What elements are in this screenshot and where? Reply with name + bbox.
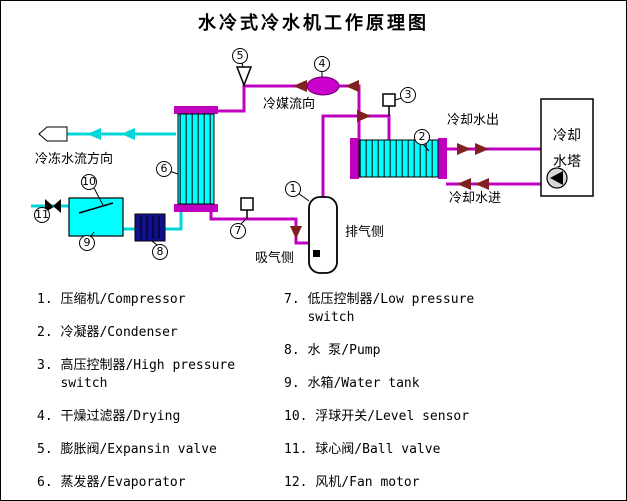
pipe-suction-line — [209, 212, 309, 245]
expansion-valve — [235, 66, 253, 88]
legend-item-compressor: 1. 压缩机/Compressor — [37, 292, 186, 307]
arrow-cooling-in-1-icon — [457, 178, 471, 190]
leader-tank — [90, 231, 95, 237]
callout-ball-valve: 11 — [34, 207, 50, 223]
legend-item-level-sensor: 10. 浮球开关/Level sensor — [284, 409, 470, 424]
float-lever — [78, 202, 114, 214]
callout-condenser: 2 — [414, 129, 430, 145]
arrow-cooling-out-2-icon — [475, 143, 489, 155]
leader-compressor — [297, 192, 310, 202]
cooling-water-pump — [546, 167, 568, 189]
legend-item-drying-filter: 4. 干燥过滤器/Drying — [37, 409, 181, 424]
label-suction-side: 吸气侧 — [255, 251, 295, 266]
evaporator-body — [177, 113, 215, 205]
high-pressure-switch-body — [382, 93, 396, 107]
legend-left-column: 1. 压缩机/Compressor 2. 冷凝器/Condenser 3. 高压… — [37, 291, 236, 500]
condenser-right-header — [438, 138, 447, 179]
cooling-tower-label-line1: 冷却 — [553, 127, 581, 144]
arrow-suction-down-icon — [290, 226, 302, 239]
arrow-liquid-left-2-icon — [345, 80, 359, 92]
low-pressure-switch-body — [240, 197, 254, 211]
label-chilled-water-flow: 冷冻水流方向 — [35, 152, 114, 167]
legend-item-condenser: 2. 冷凝器/Condenser — [37, 325, 178, 340]
condenser-body — [358, 139, 439, 178]
callout-high-pressure-switch: 3 — [400, 87, 416, 103]
legend-item-evaporator: 6. 蒸发器/Evaporator — [37, 475, 186, 490]
chilled-arrows — [87, 128, 135, 140]
leader-condenser — [422, 143, 430, 152]
legend-item-fan-motor: 12. 风机/Fan motor — [284, 475, 420, 490]
label-cooling-water-out: 冷却水出 — [447, 113, 500, 128]
low-pressure-switch — [240, 197, 254, 219]
callout-water-tank: 9 — [79, 235, 95, 251]
evaporator-bottom-header — [174, 204, 218, 212]
compressor-body — [308, 196, 338, 274]
chilled-water-pump — [134, 213, 166, 242]
label-discharge-side: 排气侧 — [345, 225, 385, 240]
water-tank-body — [68, 197, 124, 237]
ball-valve-right-icon — [53, 199, 61, 213]
cooling-tower-label: 冷却 水塔 — [541, 99, 593, 196]
label-refrigerant-flow: 冷媒流向 — [263, 97, 316, 112]
page-title: 水冷式冷水机工作原理图 — [198, 13, 429, 33]
compressor — [308, 196, 338, 274]
chilled-outlet-arrow-icon — [38, 126, 68, 142]
pipe-pump-to-evaporator — [163, 212, 183, 231]
legend-item-expansion-valve: 5. 膨胀阀/Expansin valve — [37, 442, 217, 457]
leader-level-sensor — [93, 187, 104, 206]
callout-low-pressure-switch: 7 — [230, 223, 246, 239]
label-cooling-water-in: 冷却水进 — [449, 191, 502, 206]
callout-expansion-valve: 5 — [232, 48, 248, 64]
arrow-cooling-out-1-icon — [457, 143, 471, 155]
legend-item-low-pressure-switch: 7. 低压控制器/Low pressure switch — [284, 292, 475, 325]
condenser — [350, 138, 447, 179]
flow-arrows — [290, 80, 489, 239]
pump-body — [134, 213, 166, 242]
legend-item-water-tank: 9. 水箱/Water tank — [284, 376, 420, 391]
legend-right-column: 7. 低压控制器/Low pressure switch 8. 水 泵/Pump… — [284, 291, 475, 500]
callout-pump: 8 — [152, 244, 168, 260]
cooling-water-pump-impeller-icon — [550, 171, 563, 185]
compressor-terminal — [313, 250, 320, 257]
callout-evaporator: 6 — [156, 161, 172, 177]
legend-item-high-pressure-switch: 3. 高压控制器/High pressure switch — [37, 358, 236, 391]
callout-drying-filter: 4 — [314, 56, 330, 72]
drying-filter — [306, 76, 340, 96]
high-pressure-switch — [382, 93, 396, 116]
water-tank — [68, 197, 124, 237]
evaporator — [174, 106, 218, 212]
legend-item-pump: 8. 水 泵/Pump — [284, 343, 381, 358]
arrow-discharge-right-icon — [357, 110, 371, 122]
cooling-tower-label-line2: 水塔 — [553, 153, 581, 170]
pipe-discharge-line — [321, 114, 391, 197]
arrow-chilled-left-2-icon — [121, 128, 135, 140]
condenser-left-header — [350, 138, 359, 179]
legend-item-ball-valve: 11. 球心阀/Ball valve — [284, 442, 441, 457]
evaporator-top-header — [174, 106, 218, 114]
arrow-chilled-left-1-icon — [87, 128, 101, 140]
callout-level-sensor: 10 — [81, 174, 97, 190]
arrow-cooling-in-2-icon — [475, 178, 489, 190]
cooling-water-pipes — [446, 147, 541, 186]
callout-compressor: 1 — [285, 181, 301, 197]
arrow-liquid-left-1-icon — [293, 80, 307, 92]
